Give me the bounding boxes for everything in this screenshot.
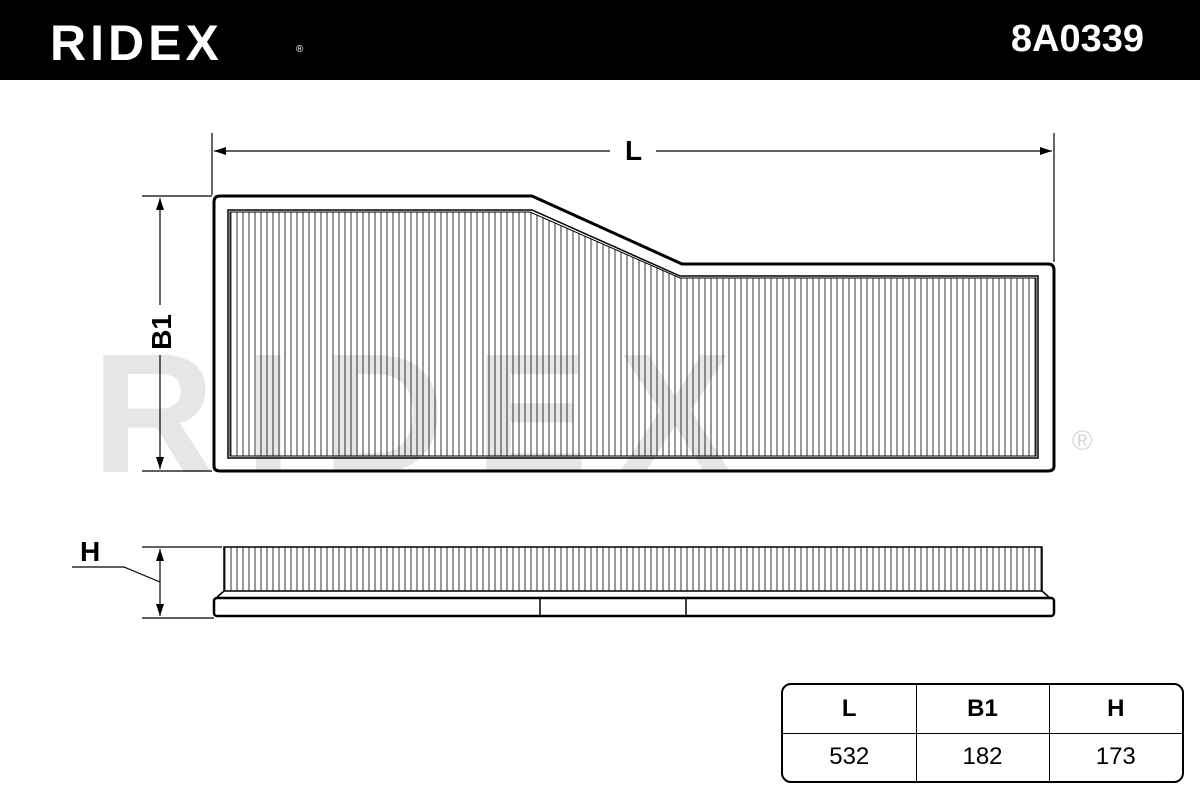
length-label: L: [625, 135, 643, 166]
height-label: H: [80, 536, 101, 567]
length-dimension: [211, 133, 1055, 262]
table-header-cell: H: [1048, 685, 1182, 734]
table-cell: 532: [783, 732, 917, 781]
watermark-trademark: ®: [1072, 425, 1093, 456]
table-cell: 173: [1048, 732, 1182, 781]
width-dimension: [142, 195, 212, 472]
height-dimension: [72, 546, 222, 619]
brand-logo: RIDEX: [50, 15, 223, 71]
brand-trademark: ®: [296, 44, 304, 55]
table-header-cell: L: [783, 685, 917, 734]
table-header-row: L B1 H: [783, 685, 1182, 734]
table-row: 532 182 173: [783, 732, 1182, 781]
filter-technical-drawing: [72, 133, 1056, 619]
dimensions-table: L B1 H 532 182 173: [781, 683, 1184, 783]
part-number: 8A0339: [1010, 18, 1144, 60]
width-label: B1: [145, 314, 177, 350]
table-header-cell: B1: [915, 685, 1050, 734]
header-bar: RIDEX ® 8A0339: [0, 0, 1200, 80]
filter-top-view: [212, 194, 1056, 473]
filter-side-view: [212, 546, 1056, 618]
table-cell: 182: [915, 732, 1050, 781]
